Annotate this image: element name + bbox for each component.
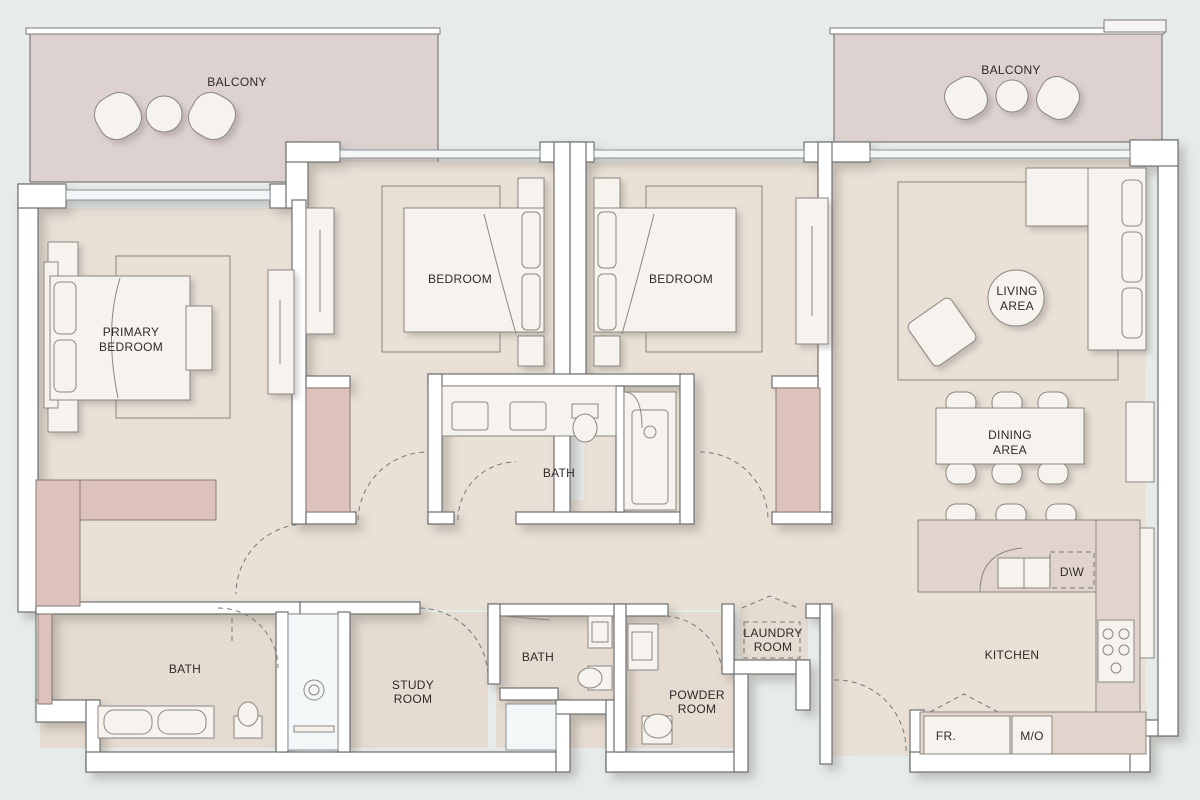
balcony-left-furniture: [94, 92, 236, 140]
bath-primary-fixtures: [37, 613, 339, 751]
laundry-room-label-line1: LAUNDRY: [743, 626, 802, 640]
bedroom-2-label: BEDROOM: [649, 272, 713, 286]
door-swings: [217, 451, 907, 753]
bath-center-label: BATH: [543, 466, 575, 480]
dishwasher-label: D\W: [1060, 565, 1085, 579]
study-room-label-line2: ROOM: [394, 692, 433, 706]
fridge-label: FR.: [936, 729, 956, 743]
balcony-right-label: BALCONY: [981, 63, 1040, 77]
microwave-label: M/O: [1020, 729, 1044, 743]
balcony-left-label: BALCONY: [207, 75, 266, 89]
bath-center-fixtures: [441, 385, 677, 511]
bedroom-1-label: BEDROOM: [428, 272, 492, 286]
bath-small-label: BATH: [522, 650, 554, 664]
room-labels: BALCONY BALCONY PRIMARY BEDROOM BEDROOM …: [99, 63, 1085, 743]
living-area-label-line1: LIVING: [996, 284, 1037, 298]
powder-room-fixtures: [627, 623, 673, 745]
bath-small-fixtures: [505, 615, 613, 751]
balcony-right: [829, 19, 1167, 143]
powder-room-label-line2: ROOM: [678, 702, 717, 716]
dining-area-label-line1: DINING: [988, 428, 1032, 442]
kitchen-label: KITCHEN: [985, 648, 1040, 662]
balcony-right-furniture: [944, 76, 1080, 120]
living-area-furniture: [897, 167, 1155, 483]
primary-bedroom-label-line1: PRIMARY: [103, 325, 160, 339]
dining-area-furniture: [935, 391, 1085, 485]
bedroom-2-furniture: [593, 177, 829, 513]
dining-area-label-line2: AREA: [993, 443, 1027, 457]
laundry-room-fixtures: [741, 595, 801, 659]
powder-room-label-line1: POWDER: [669, 688, 725, 702]
study-room-label-line1: STUDY: [392, 678, 434, 692]
laundry-room-label-line2: ROOM: [754, 640, 793, 654]
primary-bedroom-furniture: [35, 241, 295, 607]
kitchen-fixtures: [917, 503, 1155, 755]
primary-bedroom-label-line2: BEDROOM: [99, 340, 163, 354]
bedroom-1-furniture: [305, 177, 545, 513]
living-area-label-line2: AREA: [1000, 299, 1034, 313]
bath-primary-label: BATH: [169, 662, 201, 676]
